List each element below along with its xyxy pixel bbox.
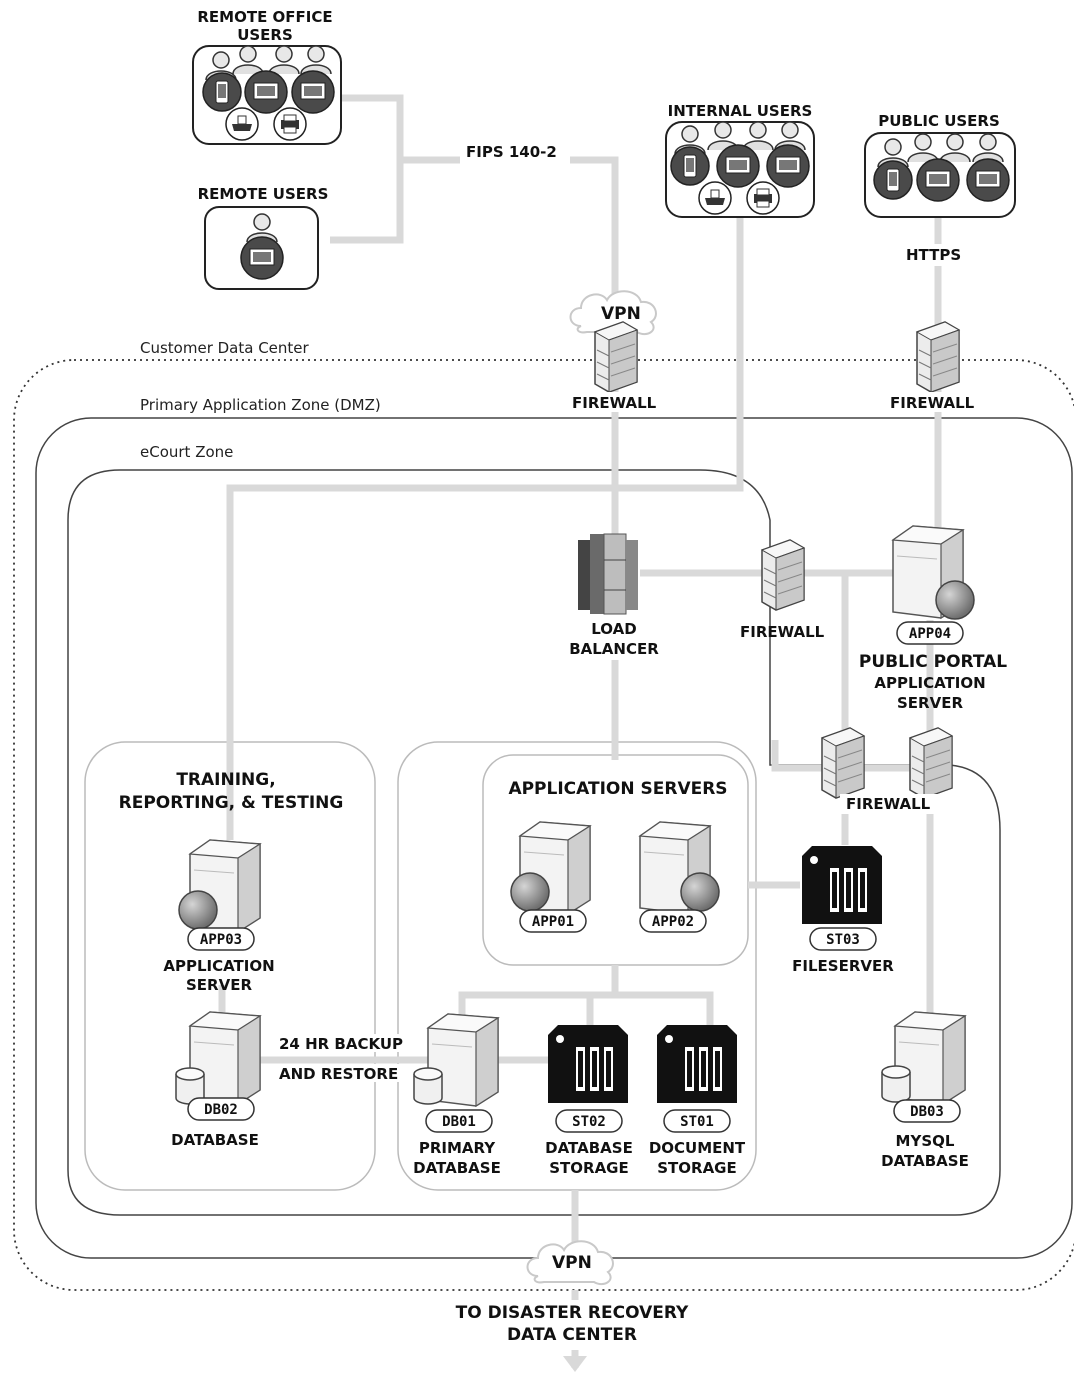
- app04-label-3: SERVER: [897, 694, 963, 712]
- ecourt-label: eCourt Zone: [140, 443, 233, 461]
- vpn-bottom-label: VPN: [552, 1253, 592, 1273]
- ecourt-zone: [67, 469, 1001, 1216]
- globe-icon: [935, 580, 975, 620]
- printer-icon: [746, 181, 780, 215]
- load-balancer-label-1: LOAD: [591, 620, 636, 638]
- public-users-box: [864, 132, 1016, 218]
- db03-label-1: MYSQL: [896, 1132, 955, 1150]
- firewall-label-2: FIREWALL: [890, 394, 975, 412]
- st02-tag: ST02: [572, 1114, 606, 1130]
- app02-tag: APP02: [652, 914, 694, 930]
- db01-label-2: DATABASE: [413, 1159, 501, 1177]
- db03-label-2: DATABASE: [881, 1152, 969, 1170]
- remote-users-title: REMOTE USERS: [198, 185, 329, 203]
- down-arrow-icon: [563, 1356, 587, 1372]
- laptop-icon: [916, 158, 960, 202]
- printer-icon: [273, 107, 307, 141]
- db02-tag: DB02: [204, 1102, 238, 1118]
- globe-icon: [178, 890, 218, 930]
- mobile-device-icon: [670, 146, 710, 186]
- firewall-label-4: FIREWALL: [846, 795, 931, 813]
- globe-icon: [510, 872, 550, 912]
- fileserver-icon: [802, 846, 882, 924]
- connectors: [218, 94, 942, 1368]
- internal-users-title: INTERNAL USERS: [668, 102, 813, 120]
- fips-label: FIPS 140-2: [466, 143, 557, 161]
- internal-users-box: [665, 121, 815, 218]
- customer-dc-label: Customer Data Center: [140, 339, 310, 357]
- laptop-icon: [244, 70, 288, 114]
- remote-users-box: [204, 206, 319, 290]
- database-icon: [413, 1067, 443, 1105]
- dmz-label: Primary Application Zone (DMZ): [140, 396, 381, 414]
- firewall-icon: [821, 727, 865, 799]
- training-title-2: REPORTING, & TESTING: [119, 793, 344, 813]
- desktop-icon: [966, 158, 1010, 202]
- footer-line-2: DATA CENTER: [507, 1325, 637, 1345]
- scanner-icon: [698, 181, 732, 215]
- public-users-title: PUBLIC USERS: [878, 112, 1000, 130]
- st01-label-1: DOCUMENT: [649, 1139, 746, 1157]
- load-balancer-icon: [578, 533, 638, 615]
- firewall-icon: [909, 727, 953, 799]
- mobile-device-icon: [202, 72, 242, 112]
- desktop-icon: [291, 70, 335, 114]
- app03-tag: APP03: [200, 932, 242, 948]
- training-title-1: TRAINING,: [176, 770, 275, 790]
- st01-label-2: STORAGE: [657, 1159, 737, 1177]
- vpn-top-label: VPN: [601, 304, 641, 324]
- document-storage-icon: [657, 1025, 737, 1103]
- st02-label-1: DATABASE: [545, 1139, 633, 1157]
- laptop-icon: [716, 144, 760, 188]
- mobile-device-icon: [873, 160, 913, 200]
- db02-label: DATABASE: [171, 1131, 259, 1149]
- st02-label-2: STORAGE: [549, 1159, 629, 1177]
- firewall-icon: [594, 321, 638, 393]
- app04-tag: APP04: [909, 626, 951, 642]
- app01-tag: APP01: [532, 914, 574, 930]
- database-storage-icon: [548, 1025, 628, 1103]
- app03-label-2: SERVER: [186, 976, 252, 994]
- scanner-icon: [225, 107, 259, 141]
- remote-office-title-2: USERS: [237, 26, 293, 44]
- remote-office-users-box: [192, 45, 342, 145]
- firewall-icon: [916, 321, 960, 393]
- st03-tag: ST03: [826, 932, 860, 948]
- app03-label-1: APPLICATION: [163, 957, 274, 975]
- st03-label: FILESERVER: [792, 957, 894, 975]
- footer-line-1: TO DISASTER RECOVERY: [456, 1303, 689, 1323]
- db03-tag: DB03: [910, 1104, 944, 1120]
- https-label: HTTPS: [906, 246, 961, 264]
- db01-tag: DB01: [442, 1114, 476, 1130]
- db01-label-1: PRIMARY: [419, 1139, 496, 1157]
- app04-label-1: PUBLIC PORTAL: [859, 652, 1007, 672]
- laptop-icon: [240, 236, 284, 280]
- st01-tag: ST01: [680, 1114, 714, 1130]
- app04-label-2: APPLICATION: [874, 674, 985, 692]
- remote-office-title-1: REMOTE OFFICE: [197, 8, 332, 26]
- desktop-icon: [766, 144, 810, 188]
- backup-label-1: 24 HR BACKUP: [279, 1035, 403, 1053]
- firewall-icon: [761, 539, 805, 611]
- app-servers-title: APPLICATION SERVERS: [508, 779, 727, 799]
- firewall-label-1: FIREWALL: [572, 394, 657, 412]
- globe-icon: [680, 872, 720, 912]
- firewall-label-3: FIREWALL: [740, 623, 825, 641]
- database-icon: [881, 1065, 911, 1103]
- backup-label-2: AND RESTORE: [279, 1065, 398, 1083]
- load-balancer-label-2: BALANCER: [569, 640, 659, 658]
